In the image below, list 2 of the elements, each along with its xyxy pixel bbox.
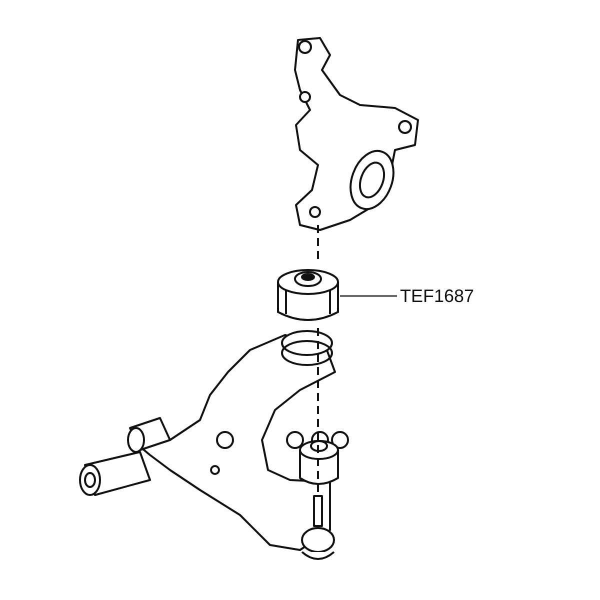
leader-line: [340, 295, 397, 297]
part-number: TEF1687: [400, 285, 472, 307]
